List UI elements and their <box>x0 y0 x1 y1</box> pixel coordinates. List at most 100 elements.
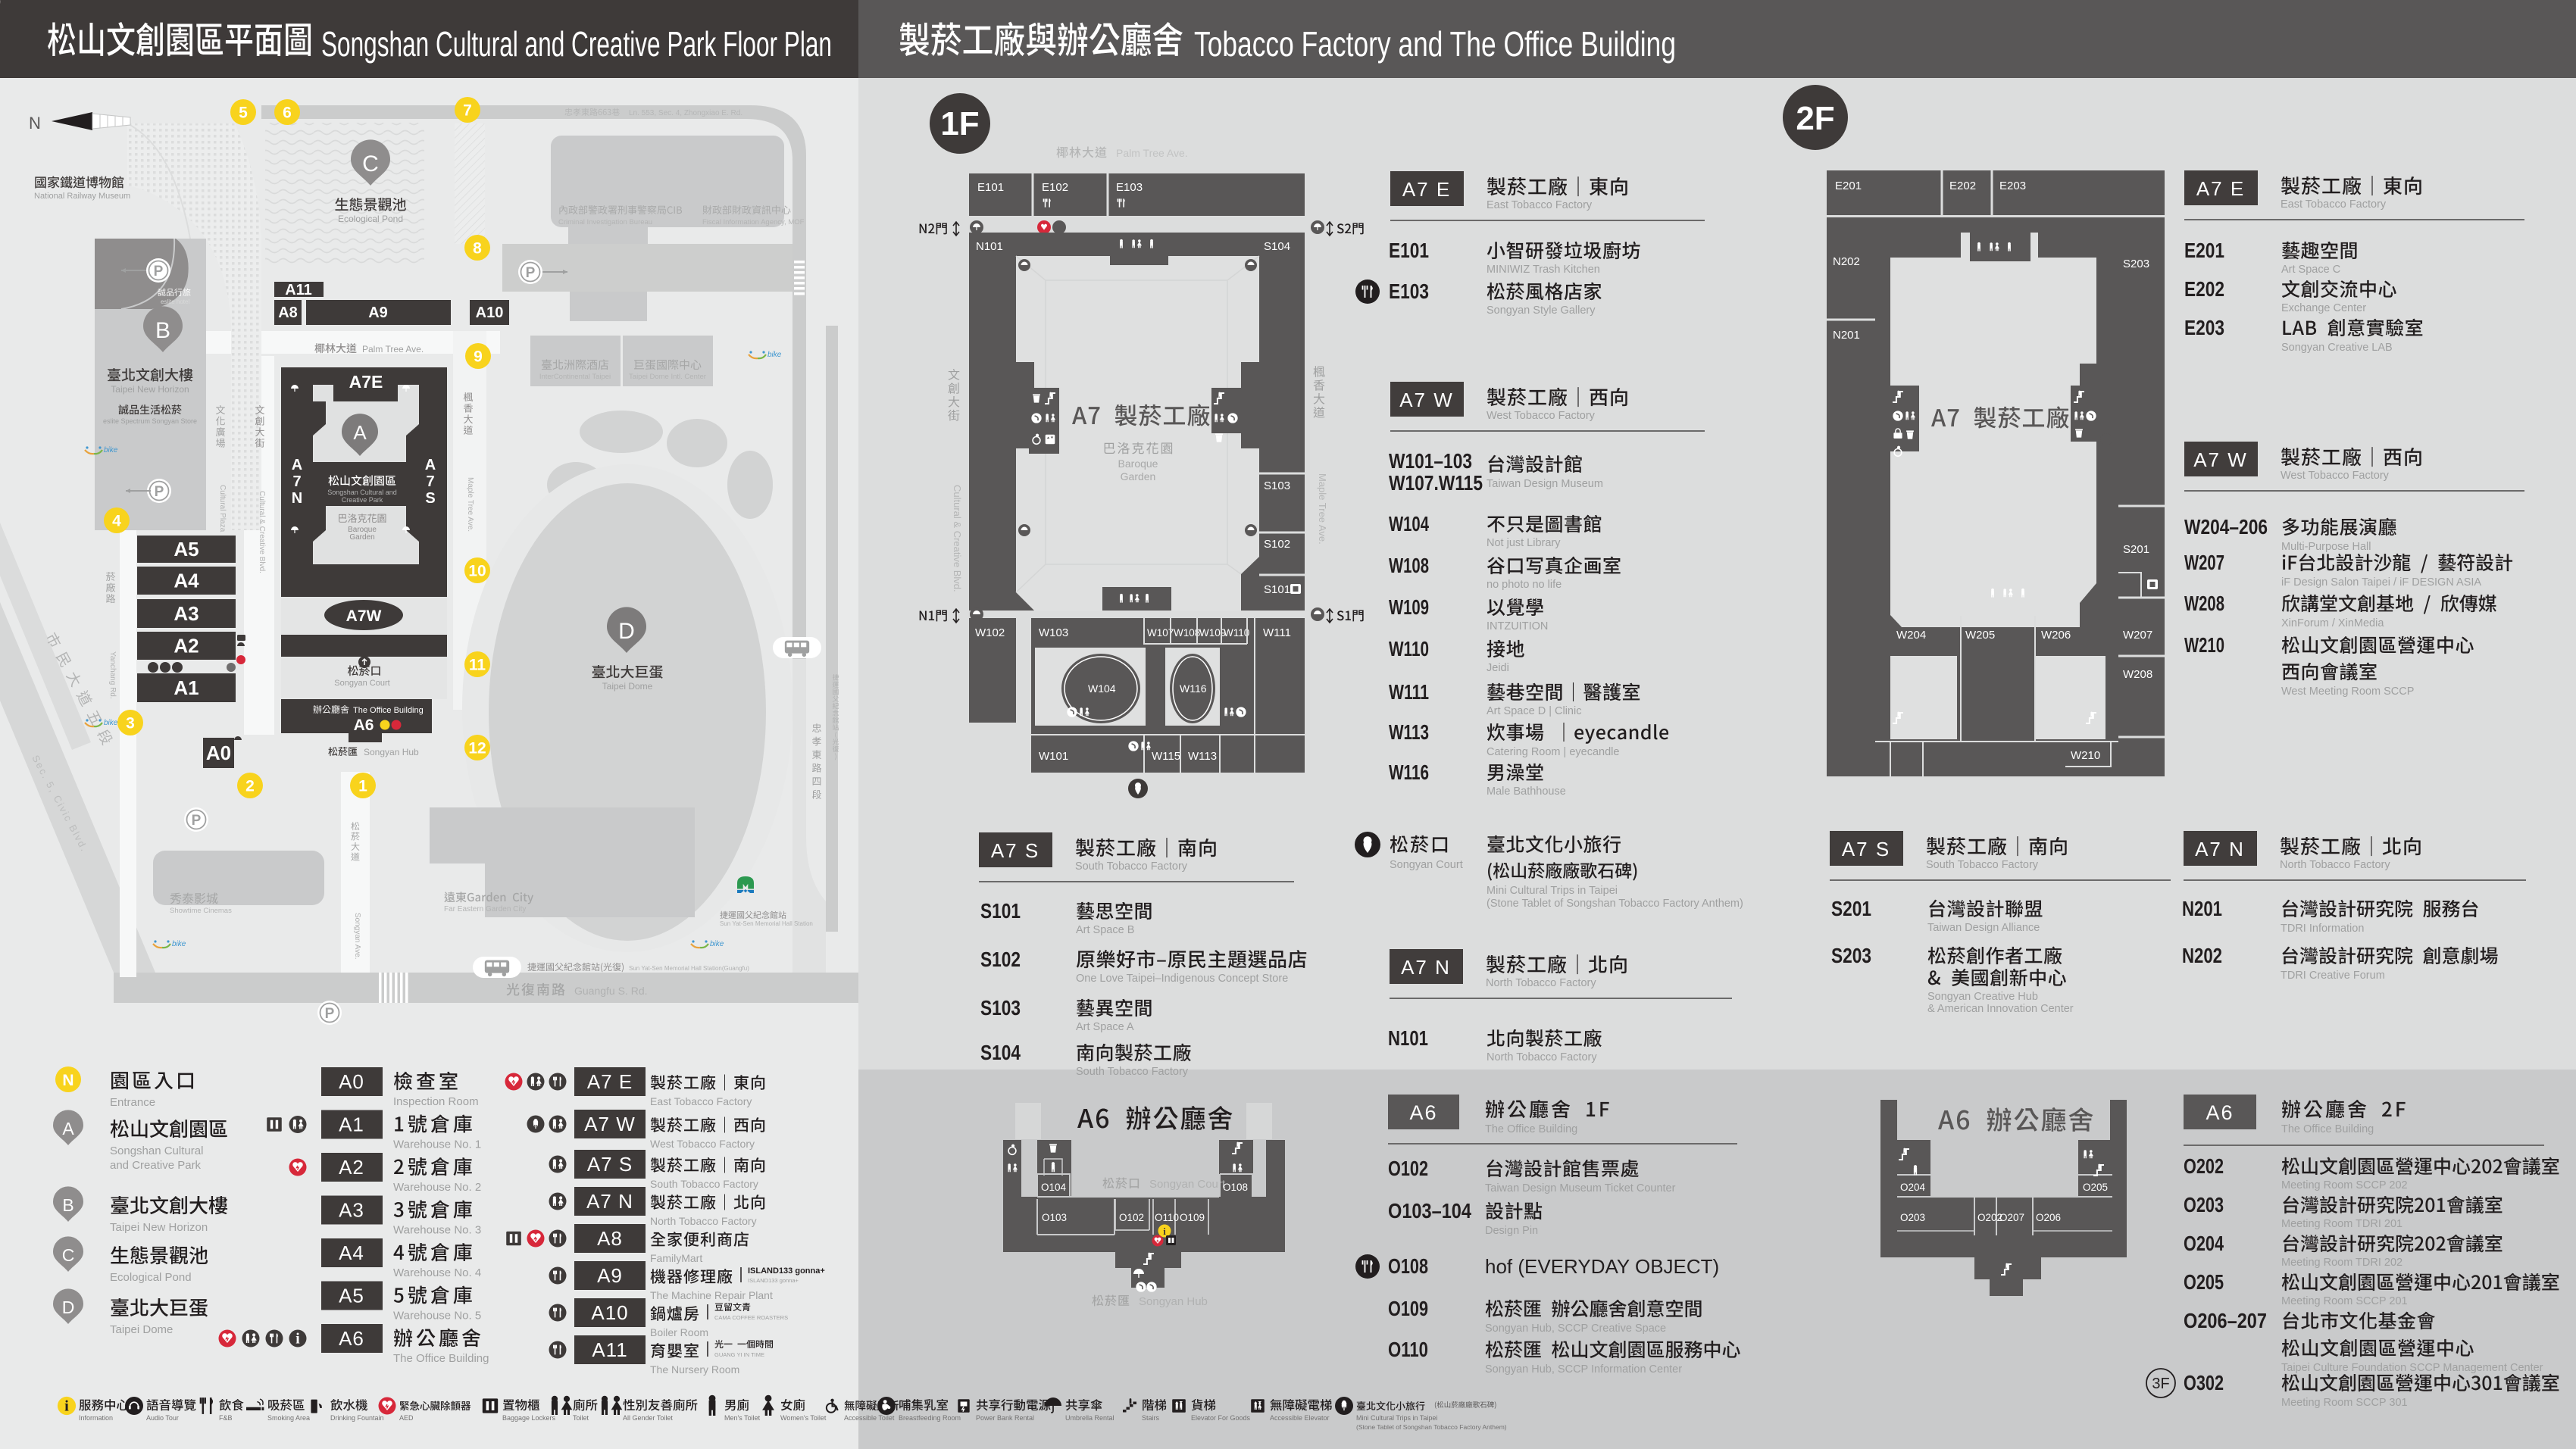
svg-text:The Office Building: The Office Building <box>353 706 424 715</box>
svg-text:7: 7 <box>292 473 301 490</box>
svg-text:Far Eastern Garden City: Far Eastern Garden City <box>444 905 526 913</box>
svg-text:East Tobacco Factory: East Tobacco Factory <box>650 1095 752 1107</box>
svg-text:ISLAND133 gonna+: ISLAND133 gonna+ <box>748 1266 825 1276</box>
svg-text:Meeting Room SCCP 301: Meeting Room SCCP 301 <box>2281 1397 2408 1409</box>
svg-text:Meeting Room SCCP 201: Meeting Room SCCP 201 <box>2281 1295 2408 1307</box>
svg-text:A9: A9 <box>597 1264 623 1287</box>
svg-text:North Tobacco Factory: North Tobacco Factory <box>650 1215 757 1227</box>
svg-text:Drinking Fountain: Drinking Fountain <box>330 1414 384 1422</box>
svg-text:Ecological Pond: Ecological Pond <box>110 1271 192 1284</box>
svg-text:O205: O205 <box>2083 1182 2108 1193</box>
svg-text:1F: 1F <box>940 105 979 142</box>
svg-text:W109: W109 <box>1199 627 1226 639</box>
svg-text:Warehouse No. 5: Warehouse No. 5 <box>393 1310 481 1323</box>
svg-text:Fiscal Information Agency, MOF: Fiscal Information Agency, MOF <box>702 218 805 226</box>
svg-text:West Tobacco Factory: West Tobacco Factory <box>1487 410 1596 422</box>
svg-text:A10: A10 <box>476 304 504 321</box>
svg-text:E201: E201 <box>1835 180 1862 192</box>
svg-text:A: A <box>353 421 367 444</box>
svg-text:South Tobacco Factory: South Tobacco Factory <box>1926 859 2039 871</box>
svg-text:S: S <box>425 490 435 507</box>
svg-text:Taipei Culture Foundation SCCP: Taipei Culture Foundation SCCP Managemen… <box>2281 1362 2543 1374</box>
svg-text:A: A <box>292 457 302 473</box>
svg-text:Stairs: Stairs <box>1142 1414 1160 1422</box>
svg-text:E201: E201 <box>2184 239 2224 262</box>
svg-text:7: 7 <box>426 473 434 490</box>
svg-text:A8: A8 <box>278 304 298 321</box>
svg-text:GUANG YI IN TIME: GUANG YI IN TIME <box>714 1351 764 1358</box>
svg-text:A1: A1 <box>174 676 199 699</box>
svg-text:Taipei New Horizon: Taipei New Horizon <box>111 384 189 395</box>
svg-text:Taiwan Design Alliance: Taiwan Design Alliance <box>1927 922 2040 934</box>
svg-text:Art Space D | Clinic: Art Space D | Clinic <box>1487 705 1581 717</box>
svg-text:hof (EVERYDAY OBJECT): hof (EVERYDAY OBJECT) <box>1485 1255 1719 1278</box>
svg-text:W116: W116 <box>1180 682 1207 695</box>
svg-text:W113: W113 <box>1389 720 1429 744</box>
svg-text:12: 12 <box>468 740 486 757</box>
svg-text:E101: E101 <box>1389 239 1429 262</box>
svg-text:& American Innovation Center: & American Innovation Center <box>1927 1003 2074 1015</box>
svg-text:Women's Toilet: Women's Toilet <box>780 1414 827 1422</box>
svg-text:Taiwan Design Museum Ticket Co: Taiwan Design Museum Ticket Counter <box>1485 1182 1676 1194</box>
svg-text:Yanchang Rd.: Yanchang Rd. <box>108 651 117 699</box>
svg-text:A2: A2 <box>339 1156 364 1179</box>
svg-text:O104: O104 <box>1041 1182 1067 1193</box>
svg-text:N202: N202 <box>2182 944 2222 967</box>
svg-text:3: 3 <box>126 715 135 732</box>
svg-text:O207: O207 <box>1999 1212 2024 1223</box>
svg-text:CAMA COFFEE ROASTERS: CAMA COFFEE ROASTERS <box>714 1314 788 1321</box>
svg-text:W210: W210 <box>2071 749 2100 762</box>
svg-text:W210: W210 <box>2184 633 2224 657</box>
svg-text:Elevator For Goods: Elevator For Goods <box>1191 1414 1251 1422</box>
svg-text:O108: O108 <box>1388 1254 1428 1278</box>
svg-text:bike: bike <box>104 719 118 727</box>
svg-text:A11: A11 <box>592 1338 627 1361</box>
svg-text:Meeting Room SCCP 202: Meeting Room SCCP 202 <box>2281 1179 2408 1191</box>
svg-text:W204–206: W204–206 <box>2184 515 2268 539</box>
svg-text:P: P <box>526 265 536 281</box>
svg-text:W111: W111 <box>1263 626 1291 639</box>
svg-text:W108: W108 <box>1174 627 1200 639</box>
svg-text:Songyan Style Gallery: Songyan Style Gallery <box>1487 304 1596 317</box>
svg-text:One Love Taipei–Indigenous Con: One Love Taipei–Indigenous Concept Store <box>1076 973 1288 985</box>
svg-text:P: P <box>192 813 202 829</box>
svg-text:Entrance: Entrance <box>110 1096 155 1109</box>
svg-text:A7 S: A7 S <box>991 839 1039 862</box>
svg-text:Songyan Hub: Songyan Hub <box>1139 1295 1208 1308</box>
svg-text:S203: S203 <box>1831 944 1871 967</box>
svg-text:bike: bike <box>172 940 186 948</box>
svg-text:A7 E: A7 E <box>587 1070 633 1093</box>
svg-text:XinForum / XinMedia: XinForum / XinMedia <box>2281 617 2384 629</box>
svg-text:B: B <box>155 318 170 343</box>
svg-text:O103–104: O103–104 <box>1388 1199 1471 1223</box>
svg-text:A7W: A7W <box>346 607 382 625</box>
svg-text:B: B <box>62 1195 73 1215</box>
svg-text:A0: A0 <box>339 1070 364 1093</box>
svg-text:S102: S102 <box>1264 538 1290 551</box>
svg-text:MINIWIZ Trash Kitchen: MINIWIZ Trash Kitchen <box>1487 264 1600 276</box>
svg-text:A6: A6 <box>1409 1101 1437 1124</box>
svg-text:Smoking Area: Smoking Area <box>267 1414 310 1422</box>
svg-text:A5: A5 <box>174 538 199 561</box>
svg-text:6: 6 <box>283 105 292 122</box>
svg-text:S101: S101 <box>980 899 1021 923</box>
svg-text:A2: A2 <box>174 635 199 657</box>
svg-text:Umbrella Rental: Umbrella Rental <box>1065 1414 1114 1422</box>
svg-text:The Office Building: The Office Building <box>1485 1123 1577 1135</box>
svg-text:W103: W103 <box>1039 626 1068 639</box>
svg-text:A7 W: A7 W <box>584 1113 636 1135</box>
svg-text:N201: N201 <box>1833 329 1860 342</box>
svg-text:Cultural & Creative Blvd.: Cultural & Creative Blvd. <box>952 485 963 592</box>
svg-text:O206: O206 <box>2036 1212 2061 1223</box>
svg-text:W111: W111 <box>1389 680 1429 704</box>
svg-text:A5: A5 <box>339 1285 364 1307</box>
svg-text:W109: W109 <box>1389 595 1429 619</box>
svg-text:N: N <box>29 114 41 133</box>
svg-text:E103: E103 <box>1389 279 1429 303</box>
svg-text:Toilet: Toilet <box>573 1414 589 1422</box>
svg-text:N: N <box>292 490 302 507</box>
svg-text:Meeting Room TDRI 202: Meeting Room TDRI 202 <box>2281 1257 2402 1269</box>
svg-text:7: 7 <box>463 102 472 120</box>
svg-text:A10: A10 <box>591 1301 628 1324</box>
svg-text:E102: E102 <box>1042 181 1068 194</box>
